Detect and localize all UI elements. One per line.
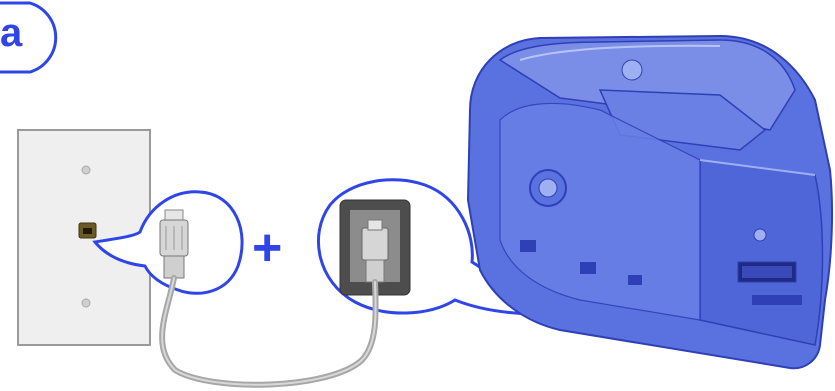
card-printer-icon: [466, 34, 834, 370]
printer-rear-port: [628, 275, 642, 285]
printer-card-slot: [752, 295, 802, 305]
printer-side-panel: [499, 102, 701, 321]
printer-highlight: [519, 44, 721, 61]
ethernet-cable-line-highlight: [161, 277, 377, 386]
wall-plate-bottom-screw: [81, 298, 91, 308]
printer-top-button: [621, 59, 643, 81]
printer-side-vent-inner: [538, 178, 558, 198]
port-plug-boot: [365, 259, 385, 283]
wall-jack-inner: [83, 228, 92, 234]
printer-lcd-screen: [742, 266, 792, 278]
printer-front-face: [699, 159, 824, 346]
port-plug-clip: [367, 219, 383, 231]
step-badge-ring: [0, 1, 58, 74]
ethernet-port-icon: [339, 199, 411, 296]
step-label: a: [0, 11, 23, 55]
step-badge: a: [0, 1, 58, 74]
printer-front-button: [753, 228, 767, 242]
printer-rear-port: [580, 262, 596, 274]
printer-highlight: [699, 159, 816, 176]
port-plug-head: [361, 227, 389, 261]
printer-rear-port: [520, 240, 536, 252]
wall-plate-top-screw: [81, 165, 91, 175]
plus-sign: +: [252, 219, 282, 277]
ethernet-cable-icon: [159, 209, 189, 279]
plug-boot: [163, 255, 185, 279]
